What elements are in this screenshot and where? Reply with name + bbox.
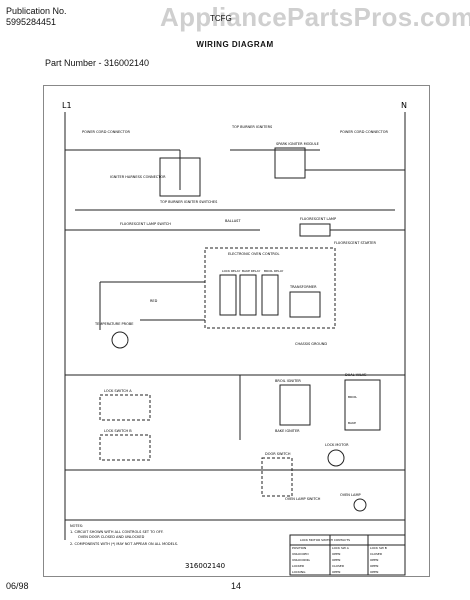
table-cell: OPEN bbox=[370, 570, 378, 574]
ballast-label: BALLAST bbox=[225, 219, 241, 223]
diagram-frame bbox=[43, 85, 430, 577]
page-number: 14 bbox=[231, 581, 242, 591]
bake-label: BAKE bbox=[348, 421, 356, 425]
table-cell: UNLOCKING bbox=[292, 558, 311, 562]
model-number: TCFG bbox=[210, 14, 232, 23]
table-cell: CLOSED bbox=[332, 564, 345, 568]
relay-broil-label: BROIL RELAY bbox=[264, 269, 284, 273]
lock-motor-table: POSITION LOCK SW A LOCK SW B UNLOCKED OP… bbox=[292, 546, 387, 574]
publication-header: Publication No. 5995284451 bbox=[6, 6, 67, 28]
relay-bake-label: BAKE RELAY bbox=[242, 269, 260, 273]
table-cell: OPEN bbox=[332, 558, 340, 562]
lock-switch-a-label: LOCK SWITCH A bbox=[104, 389, 132, 393]
publication-number: 5995284451 bbox=[6, 17, 57, 27]
fluorescent-starter-label: FLUORESCENT STARTER bbox=[334, 241, 377, 245]
drawing-number: 316002140 bbox=[185, 562, 225, 570]
power-cord-label: POWER CORD CONNECTOR bbox=[82, 130, 131, 134]
spark-module-label: SPARK IGNITER MODULE bbox=[276, 142, 319, 146]
table-cell: OPEN bbox=[370, 558, 378, 562]
transformer-label: TRANSFORMER bbox=[289, 285, 317, 289]
dual-valve-label: DUAL VALVE bbox=[345, 373, 366, 377]
oven-control-label: ELECTRONIC OVEN CONTROL bbox=[228, 252, 280, 256]
table-title: LOCK MOTOR SWITCH CONTACTS bbox=[300, 538, 350, 542]
chassis-ground-label: CHASSIS GROUND bbox=[295, 342, 327, 346]
table-cell: OPEN bbox=[332, 552, 340, 556]
oven-lamp-label: OVEN LAMP bbox=[340, 493, 361, 497]
l1-label: L1 bbox=[62, 101, 72, 110]
table-header-cell: LOCK SW A bbox=[332, 546, 350, 550]
table-cell: CLOSED bbox=[370, 552, 383, 556]
top-burner-igniters-label: TOP BURNER IGNITERS bbox=[231, 125, 273, 129]
table-cell: UNLOCKED bbox=[292, 552, 309, 556]
lock-switch-b-label: LOCK SWITCH B bbox=[104, 429, 132, 433]
broil-igniter-label: BROIL IGNITER bbox=[275, 379, 301, 383]
table-header-cell: POSITION bbox=[292, 546, 306, 550]
top-burner-switches-label: TOP BURNER IGNITER SWITCHES bbox=[159, 200, 218, 204]
fluorescent-lamp-label: FLUORESCENT LAMP bbox=[300, 217, 336, 221]
temperature-probe-label: TEMPERATURE PROBE bbox=[94, 322, 133, 326]
note-1b: OVEN DOOR CLOSED AND UNLOCKED bbox=[78, 535, 145, 539]
table-cell: LOCKING bbox=[292, 570, 306, 574]
fluorescent-switch-label: FLUORESCENT LAMP SWITCH bbox=[120, 222, 171, 226]
igniter-harness-label: IGNITER HARNESS CONNECTOR bbox=[110, 175, 166, 179]
n-label: N bbox=[401, 101, 407, 110]
red-label: RED bbox=[150, 299, 158, 303]
table-header-cell: LOCK SW B bbox=[370, 546, 387, 550]
table-cell: LOCKED bbox=[292, 564, 305, 568]
table-cell: OPEN bbox=[370, 564, 378, 568]
oven-lamp-switch-label: OVEN LAMP SWITCH bbox=[285, 497, 321, 501]
watermark: AppliancePartsPros.com bbox=[160, 2, 470, 32]
note-1: 1. CIRCUIT SHOWN WITH ALL CONTROLS SET T… bbox=[70, 530, 164, 534]
bake-igniter-label: BAKE IGNITER bbox=[275, 429, 300, 433]
power-cord-right-label: POWER CORD CONNECTOR bbox=[340, 130, 389, 134]
relay-lock-label: LOCK RELAY bbox=[222, 269, 240, 273]
door-switch-label: DOOR SWITCH bbox=[265, 452, 291, 456]
part-number: Part Number - 316002140 bbox=[45, 58, 150, 68]
publication-label: Publication No. bbox=[6, 6, 67, 16]
notes-heading: NOTES: bbox=[70, 524, 83, 528]
page-title: WIRING DIAGRAM bbox=[196, 40, 274, 49]
broil-label: BROIL bbox=[348, 395, 357, 399]
lock-motor-label: LOCK MOTOR bbox=[325, 443, 349, 447]
table-cell: OPEN bbox=[332, 570, 340, 574]
footer-date: 06/98 bbox=[6, 581, 29, 591]
note-2: 2. COMPONENTS WITH (*) MAY NOT APPEAR ON… bbox=[70, 542, 178, 546]
